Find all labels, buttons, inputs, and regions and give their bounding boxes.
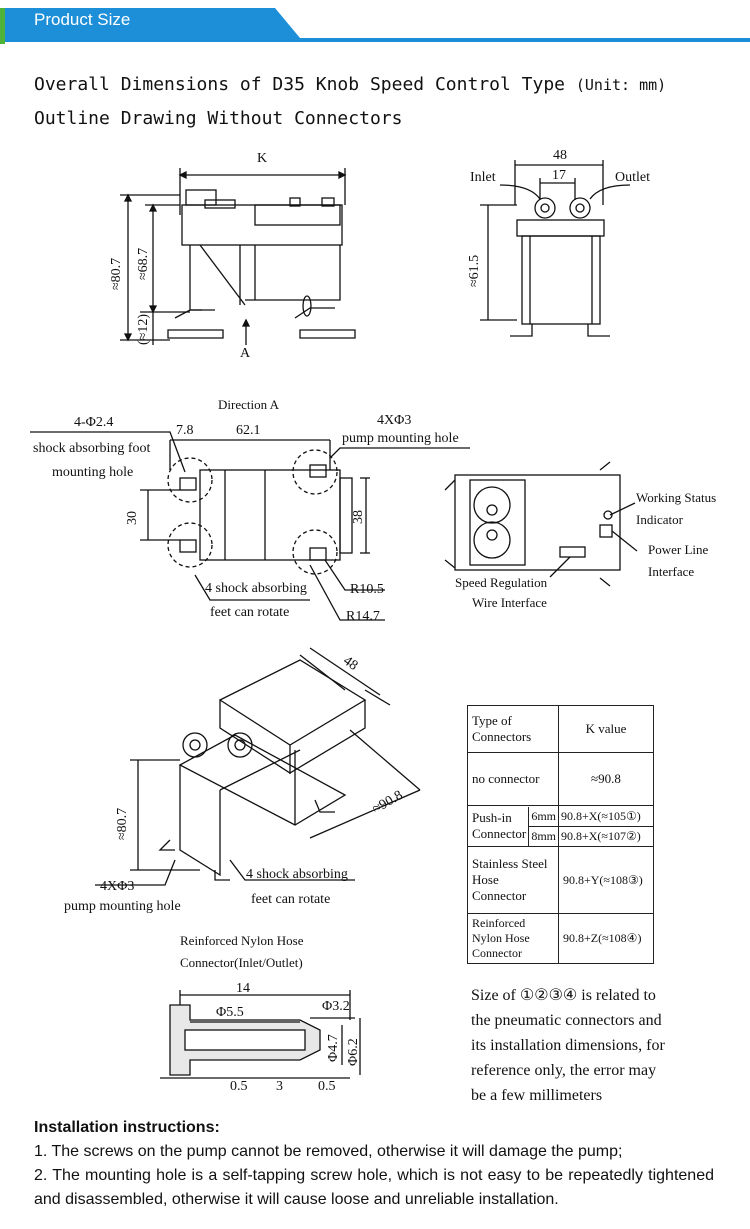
outlet-label: Outlet (615, 170, 650, 185)
heading-unit: (Unit: mm) (575, 76, 667, 94)
foot-hole-dim: 4-Φ2.4 (74, 415, 114, 430)
dim-48: 48 (553, 148, 567, 163)
dim-17: 17 (552, 168, 566, 183)
dim-d6-2: Φ6.2 (346, 1038, 361, 1066)
heading-line1: Overall Dimensions of D35 Knob Speed Con… (34, 74, 566, 95)
install-title: Installation instructions: (34, 1119, 220, 1136)
feet-rotate-label-1: 4 shock absorbing (205, 581, 307, 596)
dim-k: K (257, 151, 268, 166)
table-cell-type: Reinforced Nylon Hose Connector (467, 913, 559, 964)
dim-r10-5: R10.5 (350, 582, 384, 597)
dim-iso-80-7: ≈80.7 (115, 807, 130, 840)
dim-7-8: 7.8 (176, 423, 194, 438)
dim-r14-7: R14.7 (346, 609, 380, 624)
table-cell-value: 90.8+Y(≈108③) (558, 846, 654, 914)
dim-h-foot: (≈12) (136, 313, 151, 345)
push-in-label: Push-in Connector (472, 810, 527, 841)
dim-h-total: ≈80.7 (109, 257, 124, 290)
size-note: Size of ①②③④ is related to the pneumatic… (471, 987, 665, 1104)
size-8mm: 8mm (531, 828, 556, 843)
inlet-label: Inlet (470, 170, 496, 185)
k-value-8mm: 90.8+X(≈107②) (561, 828, 641, 843)
table-cell-value: 90.8+Z(≈108④) (558, 913, 654, 964)
speed-wire-label-1: Speed Regulation (455, 575, 548, 590)
iso-view-drawing (95, 647, 421, 886)
dim-0-5-left: 0.5 (230, 1079, 248, 1094)
table-cell-value: ≈90.8 (558, 752, 654, 806)
dim-14: 14 (236, 981, 250, 996)
foot-hole-label-1: shock absorbing foot (33, 441, 151, 456)
table-cell-value: 90.8+X(≈105①) 90.8+X(≈107②) (558, 805, 654, 847)
dim-62-1: 62.1 (236, 423, 261, 438)
iso-pump-hole-dim: 4XΦ3 (100, 879, 135, 894)
power-interface-label-1: Power Line (648, 542, 709, 557)
dim-d5-5: Φ5.5 (216, 1005, 244, 1020)
table-cell-type: Stainless Steel Hose Connector (467, 846, 559, 914)
top-view-drawing (444, 461, 638, 587)
banner-title: Product Size (34, 10, 131, 29)
table-row: Reinforced Nylon Hose Connector 90.8+Z(≈… (467, 913, 654, 964)
feet-rotate-label-2: feet can rotate (210, 605, 290, 620)
dim-61-5: ≈61.5 (467, 254, 482, 287)
size-6mm: 6mm (529, 807, 558, 827)
table-row: Stainless Steel Hose Connector 90.8+Y(≈1… (467, 846, 654, 914)
table-cell-type: no connector (467, 752, 559, 806)
table-header-k: K value (558, 705, 654, 753)
iso-feet-label-2: feet can rotate (251, 892, 331, 907)
install-item-1: 1. The screws on the pump cannot be remo… (34, 1143, 623, 1160)
iso-feet-label-1: 4 shock absorbing (246, 867, 348, 882)
table-cell-type: Push-in Connector 6mm 8mm (467, 805, 559, 847)
dim-3: 3 (276, 1079, 283, 1094)
status-indicator-label-2: Indicator (636, 512, 683, 527)
table-row: no connector ≈90.8 (467, 752, 654, 806)
table-header-type: Type of Connectors (467, 705, 559, 753)
dim-h-body: ≈68.7 (136, 247, 151, 280)
section-banner (0, 8, 750, 44)
iso-pump-hole-label: pump mounting hole (64, 899, 181, 914)
pump-hole-dim: 4XΦ3 (377, 413, 412, 428)
table-row: Type of Connectors K value (467, 705, 654, 753)
dim-30: 30 (125, 511, 140, 525)
hose-connector-drawing (160, 990, 361, 1079)
hose-title-1: Reinforced Nylon Hose (180, 933, 304, 948)
side-view-drawing (480, 160, 631, 337)
front-view-drawing (120, 168, 356, 345)
dim-d3-2: Φ3.2 (322, 999, 350, 1014)
power-interface-label-2: Interface (648, 564, 695, 579)
foot-hole-label-2: mounting hole (52, 465, 134, 480)
speed-wire-label-2: Wire Interface (472, 595, 547, 610)
dim-d4-7: Φ4.7 (326, 1034, 341, 1062)
dim-38: 38 (351, 510, 366, 524)
installation-instructions: Installation instructions: 1. The screws… (34, 1116, 714, 1212)
heading-overall-dimensions: Overall Dimensions of D35 Knob Speed Con… (34, 74, 666, 95)
pump-hole-label: pump mounting hole (342, 431, 459, 446)
status-indicator-label-1: Working Status (636, 490, 717, 505)
dim-0-5-right: 0.5 (318, 1079, 336, 1094)
k-value-6mm: 90.8+X(≈105①) (559, 807, 653, 827)
k-value-table: Type of Connectors K value no connector … (467, 705, 654, 964)
table-row: Push-in Connector 6mm 8mm 90.8+X(≈105①) … (467, 805, 654, 847)
hose-title-2: Connector(Inlet/Outlet) (180, 955, 303, 970)
arrow-a-label: A (240, 346, 251, 361)
install-item-2: 2. The mounting hole is a self-tapping s… (34, 1167, 714, 1208)
bottom-view-drawing (30, 431, 470, 621)
direction-a-title: Direction A (218, 397, 280, 412)
heading-outline-drawing: Outline Drawing Without Connectors (34, 108, 403, 129)
